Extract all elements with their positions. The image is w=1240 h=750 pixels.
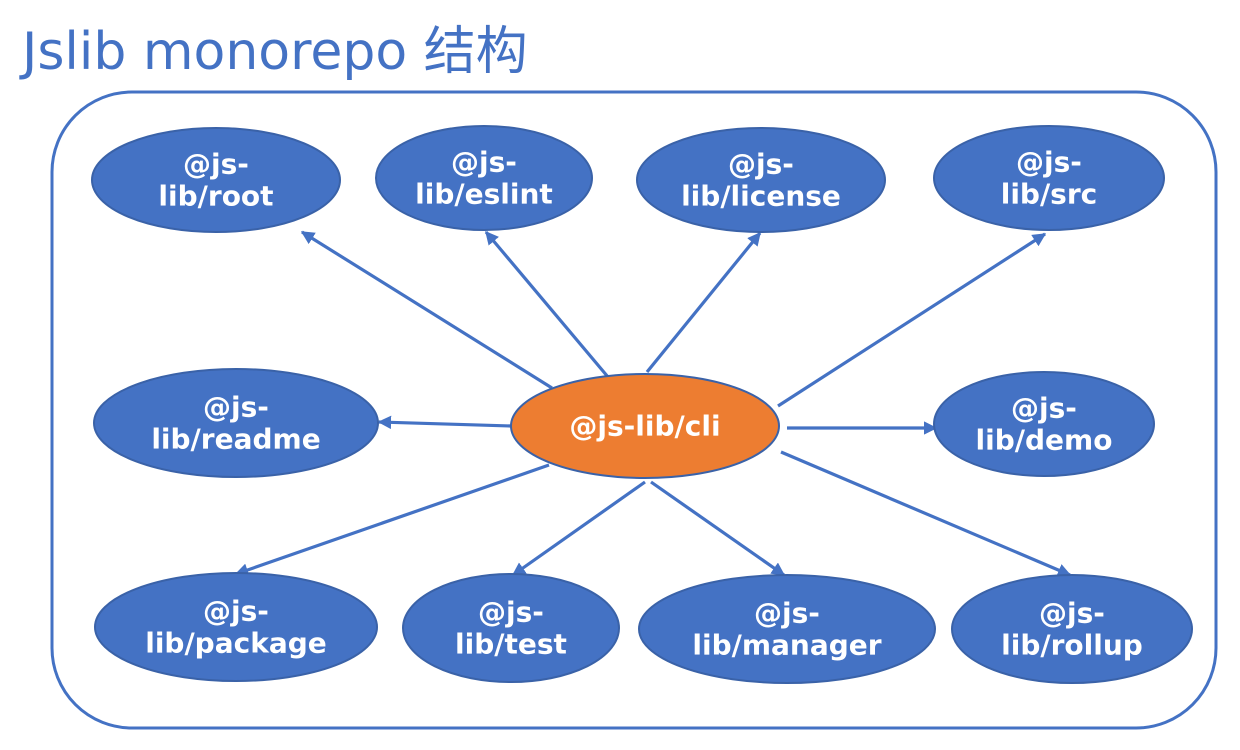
node-license-ellipse <box>636 127 886 233</box>
node-rollup-ellipse <box>951 574 1193 684</box>
node-readme-ellipse <box>93 368 379 478</box>
node-package-label-line-1: @js- <box>203 595 269 628</box>
node-demo-label-line-1: @js- <box>1011 392 1077 425</box>
node-root-ellipse <box>91 127 341 233</box>
node-package-ellipse <box>94 572 378 682</box>
node-eslint-label-line-2: lib/eslint <box>415 178 553 211</box>
node-license-label-line-2: lib/license <box>681 180 841 213</box>
node-src-label-line-1: @js- <box>1016 146 1082 179</box>
node-cli-ellipse <box>510 373 780 479</box>
node-manager-ellipse <box>638 574 936 684</box>
arrow-cli-to-root <box>300 230 553 390</box>
nodes-layer: @js-lib/root@js-lib/eslint@js-lib/licens… <box>91 125 1193 684</box>
node-test-label-line-1: @js- <box>478 596 544 629</box>
node-src-ellipse <box>933 125 1165 231</box>
arrow-cli-to-src <box>777 232 1047 408</box>
arrow-cli-to-manager <box>650 480 786 577</box>
node-root-label-line-2: lib/root <box>158 180 273 213</box>
arrow-cli-to-rollup <box>780 450 1072 577</box>
node-manager: @js-lib/manager <box>638 574 936 684</box>
node-readme: @js-lib/readme <box>93 368 379 478</box>
node-demo-ellipse <box>933 371 1155 477</box>
node-rollup: @js-lib/rollup <box>951 574 1193 684</box>
node-cli: @js-lib/cli <box>510 373 780 479</box>
page-title: Jslib monorepo 结构 <box>22 22 528 82</box>
arrow-cli-to-test <box>511 480 646 577</box>
node-test-label-line-2: lib/test <box>455 628 567 661</box>
node-src-label-line-2: lib/src <box>1001 178 1098 211</box>
node-license: @js-lib/license <box>636 127 886 233</box>
node-root-label-line-1: @js- <box>183 148 249 181</box>
arrow-cli-to-eslint <box>484 230 610 379</box>
node-rollup-label-line-2: lib/rollup <box>1001 629 1143 662</box>
arrow-cli-to-license <box>645 231 762 374</box>
node-readme-label-line-1: @js- <box>203 391 269 424</box>
node-eslint-ellipse <box>375 125 593 231</box>
node-manager-label-line-2: lib/manager <box>692 629 881 662</box>
arrow-cli-to-package <box>234 463 550 577</box>
edges-layer <box>234 230 1072 577</box>
node-rollup-label-line-1: @js- <box>1039 597 1105 630</box>
node-test-ellipse <box>402 573 620 683</box>
node-license-label-line-1: @js- <box>728 148 794 181</box>
node-cli-label-line-1: @js-lib/cli <box>569 410 720 443</box>
node-test: @js-lib/test <box>402 573 620 683</box>
arrow-cli-to-readme <box>377 415 512 430</box>
node-demo-label-line-2: lib/demo <box>976 424 1113 457</box>
node-package: @js-lib/package <box>94 572 378 682</box>
node-readme-label-line-2: lib/readme <box>151 423 320 456</box>
node-root: @js-lib/root <box>91 127 341 233</box>
monorepo-container <box>50 90 1218 730</box>
node-eslint: @js-lib/eslint <box>375 125 593 231</box>
node-src: @js-lib/src <box>933 125 1165 231</box>
node-demo: @js-lib/demo <box>933 371 1155 477</box>
node-package-label-line-2: lib/package <box>145 627 327 660</box>
node-manager-label-line-1: @js- <box>754 597 820 630</box>
node-eslint-label-line-1: @js- <box>451 146 517 179</box>
